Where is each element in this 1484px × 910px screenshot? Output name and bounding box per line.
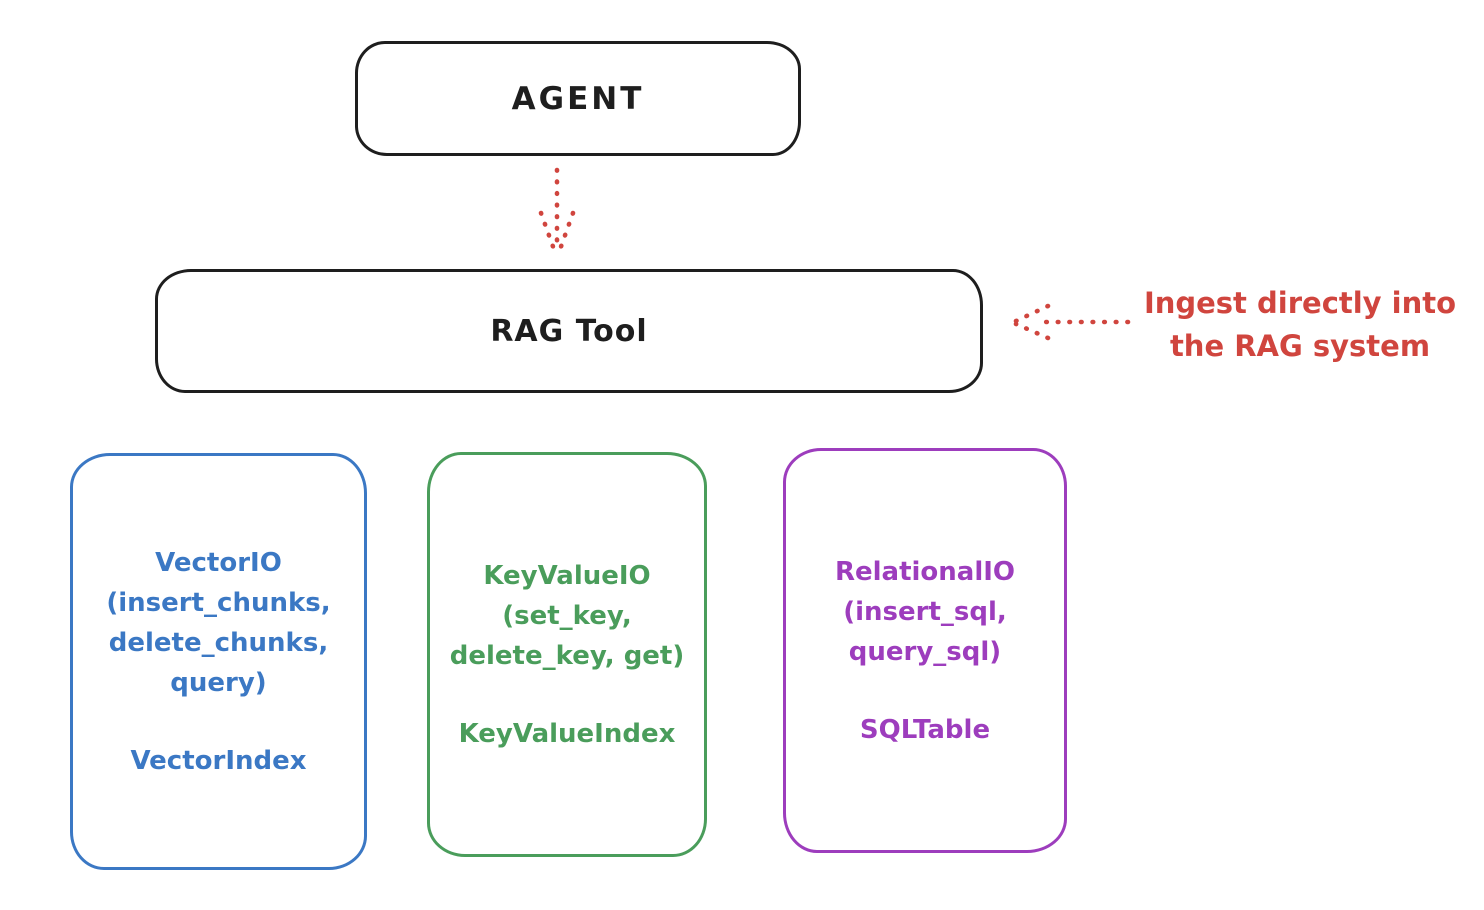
relational-io-box: RelationalIO (insert_sql, query_sql) SQLTa… [783,448,1067,853]
agent-node: AGENT [355,41,801,156]
agent-label: AGENT [511,80,645,117]
io-line: query) [170,667,267,698]
io-line: (set_key, [502,600,632,631]
vector-index-label: VectorIndex [130,745,307,776]
io-line: delete_key, get) [449,640,685,671]
rag-tool-label: RAG Tool [490,313,648,349]
ingest-annotation-arrow [1013,303,1131,341]
agent-to-rag-arrow [538,167,576,258]
vector-io-box: VectorIO (insert_chunks, delete_chunks,que… [70,453,367,870]
ingest-annotation-line1: Ingest directly into [1143,286,1457,320]
ingest-annotation: Ingest directly into the RAG system [1130,282,1470,368]
ingest-annotation-line2: the RAG system [1169,329,1431,363]
io-line: delete_chunks, [108,627,329,658]
sql-table-label: SQLTable [859,714,991,745]
relational-io-signature: RelationalIO (insert_sql, query_sql) [835,552,1015,672]
io-line: (insert_chunks, [106,587,331,618]
io-line: KeyValueIO [483,560,651,591]
io-line: VectorIO [155,547,282,578]
io-line: (insert_sql, [843,596,1007,627]
io-line: RelationalIO [834,556,1016,587]
vector-io-signature: VectorIO (insert_chunks, delete_chunks,que… [106,543,330,703]
keyvalue-io-signature: KeyValueIO (set_key, delete_key, get) [450,556,685,676]
io-line: query_sql) [848,636,1002,667]
keyvalue-io-box: KeyValueIO (set_key, delete_key, get) KeyV… [427,452,707,857]
keyvalue-index-label: KeyValueIndex [458,718,676,749]
rag-tool-node: RAG Tool [155,269,983,393]
